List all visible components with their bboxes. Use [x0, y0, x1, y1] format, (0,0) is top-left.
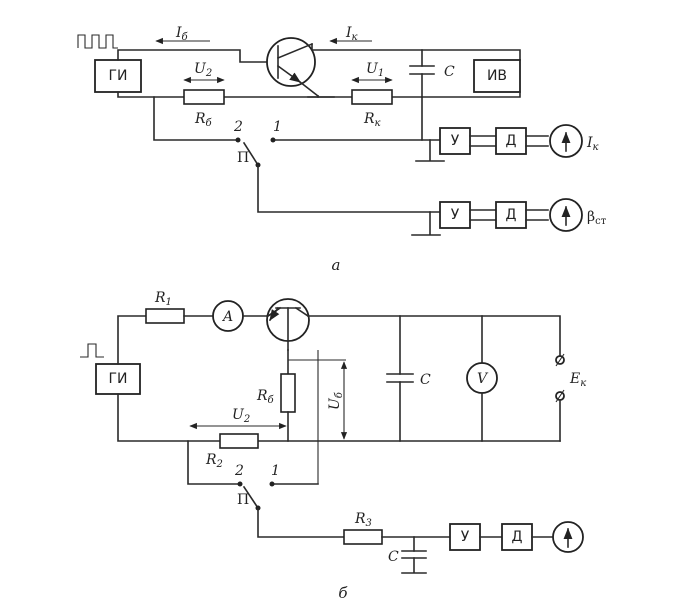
detector-1-box [495, 127, 527, 155]
switch-blade-icon [242, 141, 260, 167]
switch-label: П [237, 150, 249, 166]
caption-a: а [332, 256, 341, 274]
capacitor-label-b: C [420, 372, 431, 388]
resistor-r1-label: R1 [154, 290, 172, 308]
u2-label: U2 [194, 61, 212, 79]
resistor-rb-label: Rб [256, 388, 275, 406]
amplifier-label-b: У [461, 529, 470, 545]
resistor-rb [280, 373, 296, 413]
switch-pos-1-label-b: 1 [271, 463, 280, 479]
base-resistor [183, 89, 225, 105]
resistor-r2 [219, 433, 259, 449]
ub-label: Uб [327, 391, 345, 410]
measuring-source-label: ИВ [487, 68, 507, 84]
switch-pos-2-label-b: 2 [234, 463, 244, 479]
detector-2-label: Д [506, 207, 517, 223]
collector-current-label: Iк [345, 25, 358, 43]
u1-label: U1 [366, 61, 384, 79]
transistor-icon [266, 37, 316, 87]
voltmeter-label: V [477, 371, 489, 387]
diagram-a: ГИ Iб Iк C ИВ U2 Rб [77, 25, 607, 274]
detector-box-b [501, 523, 533, 551]
resistor-r3 [343, 529, 383, 545]
resistor-r1 [145, 308, 185, 324]
collector-resistor-label: Rк [363, 111, 381, 129]
amplifier-1-label: У [451, 133, 460, 149]
pulse-generator-label-b: ГИ [108, 371, 127, 387]
detector-2-box [495, 201, 527, 229]
switch-label-b: П [237, 492, 249, 508]
detector-label-b: Д [512, 529, 523, 545]
bottom-wire-b [117, 393, 561, 442]
amplifier-2-label: У [451, 207, 460, 223]
collector-resistor [351, 89, 393, 105]
pulse-train-icon [77, 34, 118, 49]
ek-label: Eк [569, 371, 586, 389]
capacitor-label-b2: C [388, 549, 399, 565]
ammeter-label: A [221, 309, 233, 325]
measuring-source-box [473, 59, 521, 93]
base-current-label: Iб [175, 25, 189, 43]
u2-label-b: U2 [232, 407, 250, 425]
amplifier-box-b [449, 523, 481, 551]
base-resistor-label: Rб [194, 111, 213, 129]
return-wire [117, 91, 521, 98]
resistor-r2-label: R2 [205, 452, 223, 470]
resistor-r3-label: R3 [354, 511, 372, 529]
diagram-b: ГИ R1 A Rб Uб C [80, 290, 586, 602]
pulse-icon [80, 343, 104, 358]
amplifier-2-box [439, 201, 471, 229]
current-meter-label: Iк [586, 135, 599, 153]
beta-meter-label: βст [587, 209, 607, 227]
base-wire [117, 49, 268, 63]
switch-pos-1-label: 1 [273, 119, 282, 135]
caption-b: б [338, 584, 348, 602]
detector-1-label: Д [506, 133, 517, 149]
switch-blade-icon-b [242, 485, 260, 510]
pulse-generator-label: ГИ [108, 68, 127, 84]
switch-pos-2-label: 2 [233, 119, 243, 135]
capacitor-label: C [444, 64, 455, 80]
amplifier-1-box [439, 127, 471, 155]
